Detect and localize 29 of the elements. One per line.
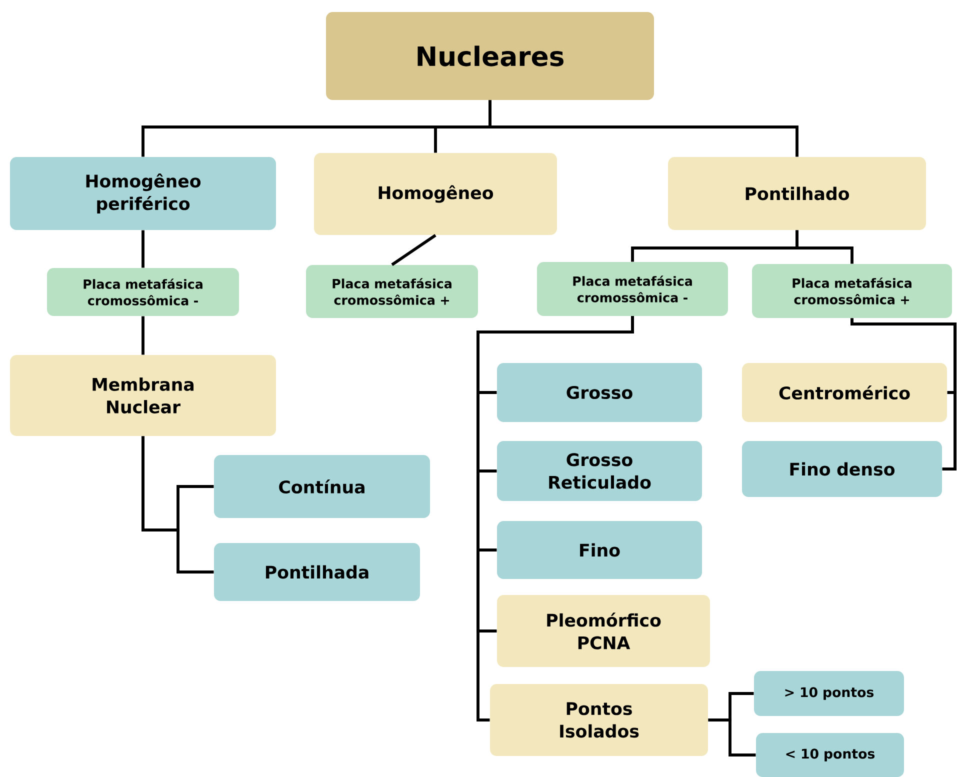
- condition-box: Placa metafásica cromossômica -: [537, 262, 728, 316]
- condition-box: Placa metafásica cromossômica +: [752, 264, 952, 318]
- pattern-box: Pontilhada: [214, 543, 420, 601]
- pattern-box: Membrana Nuclear: [10, 355, 276, 436]
- category-box: Homogêneo: [314, 153, 557, 235]
- category-box: Pontilhado: [668, 157, 926, 230]
- condition-box: Placa metafásica cromossômica -: [47, 268, 239, 316]
- pattern-box: Pleomórfico PCNA: [497, 595, 710, 667]
- count-box: < 10 pontos: [756, 733, 904, 777]
- pattern-box: Grosso Reticulado: [497, 441, 702, 501]
- connector-line: [142, 230, 144, 268]
- connector-line: [850, 318, 956, 470]
- pattern-box: Contínua: [214, 455, 430, 518]
- connector-line: [708, 718, 756, 756]
- pattern-box: Centromérico: [742, 363, 947, 422]
- connector-line: [142, 436, 214, 574]
- connector-line: [142, 316, 144, 355]
- pattern-box: Grosso: [497, 363, 702, 422]
- count-box: > 10 pontos: [754, 671, 904, 716]
- connector-line: [796, 230, 854, 264]
- title-box: Nucleares: [326, 12, 654, 100]
- connector-line: [391, 234, 436, 266]
- pattern-box: Fino denso: [742, 441, 942, 497]
- condition-box: Placa metafásica cromossômica +: [306, 265, 478, 318]
- pattern-box: Fino: [497, 521, 702, 579]
- connector-line: [488, 100, 798, 157]
- category-box: Homogêneo periférico: [10, 157, 276, 230]
- connector-line: [476, 316, 634, 722]
- pattern-box: Pontos Isolados: [490, 684, 708, 756]
